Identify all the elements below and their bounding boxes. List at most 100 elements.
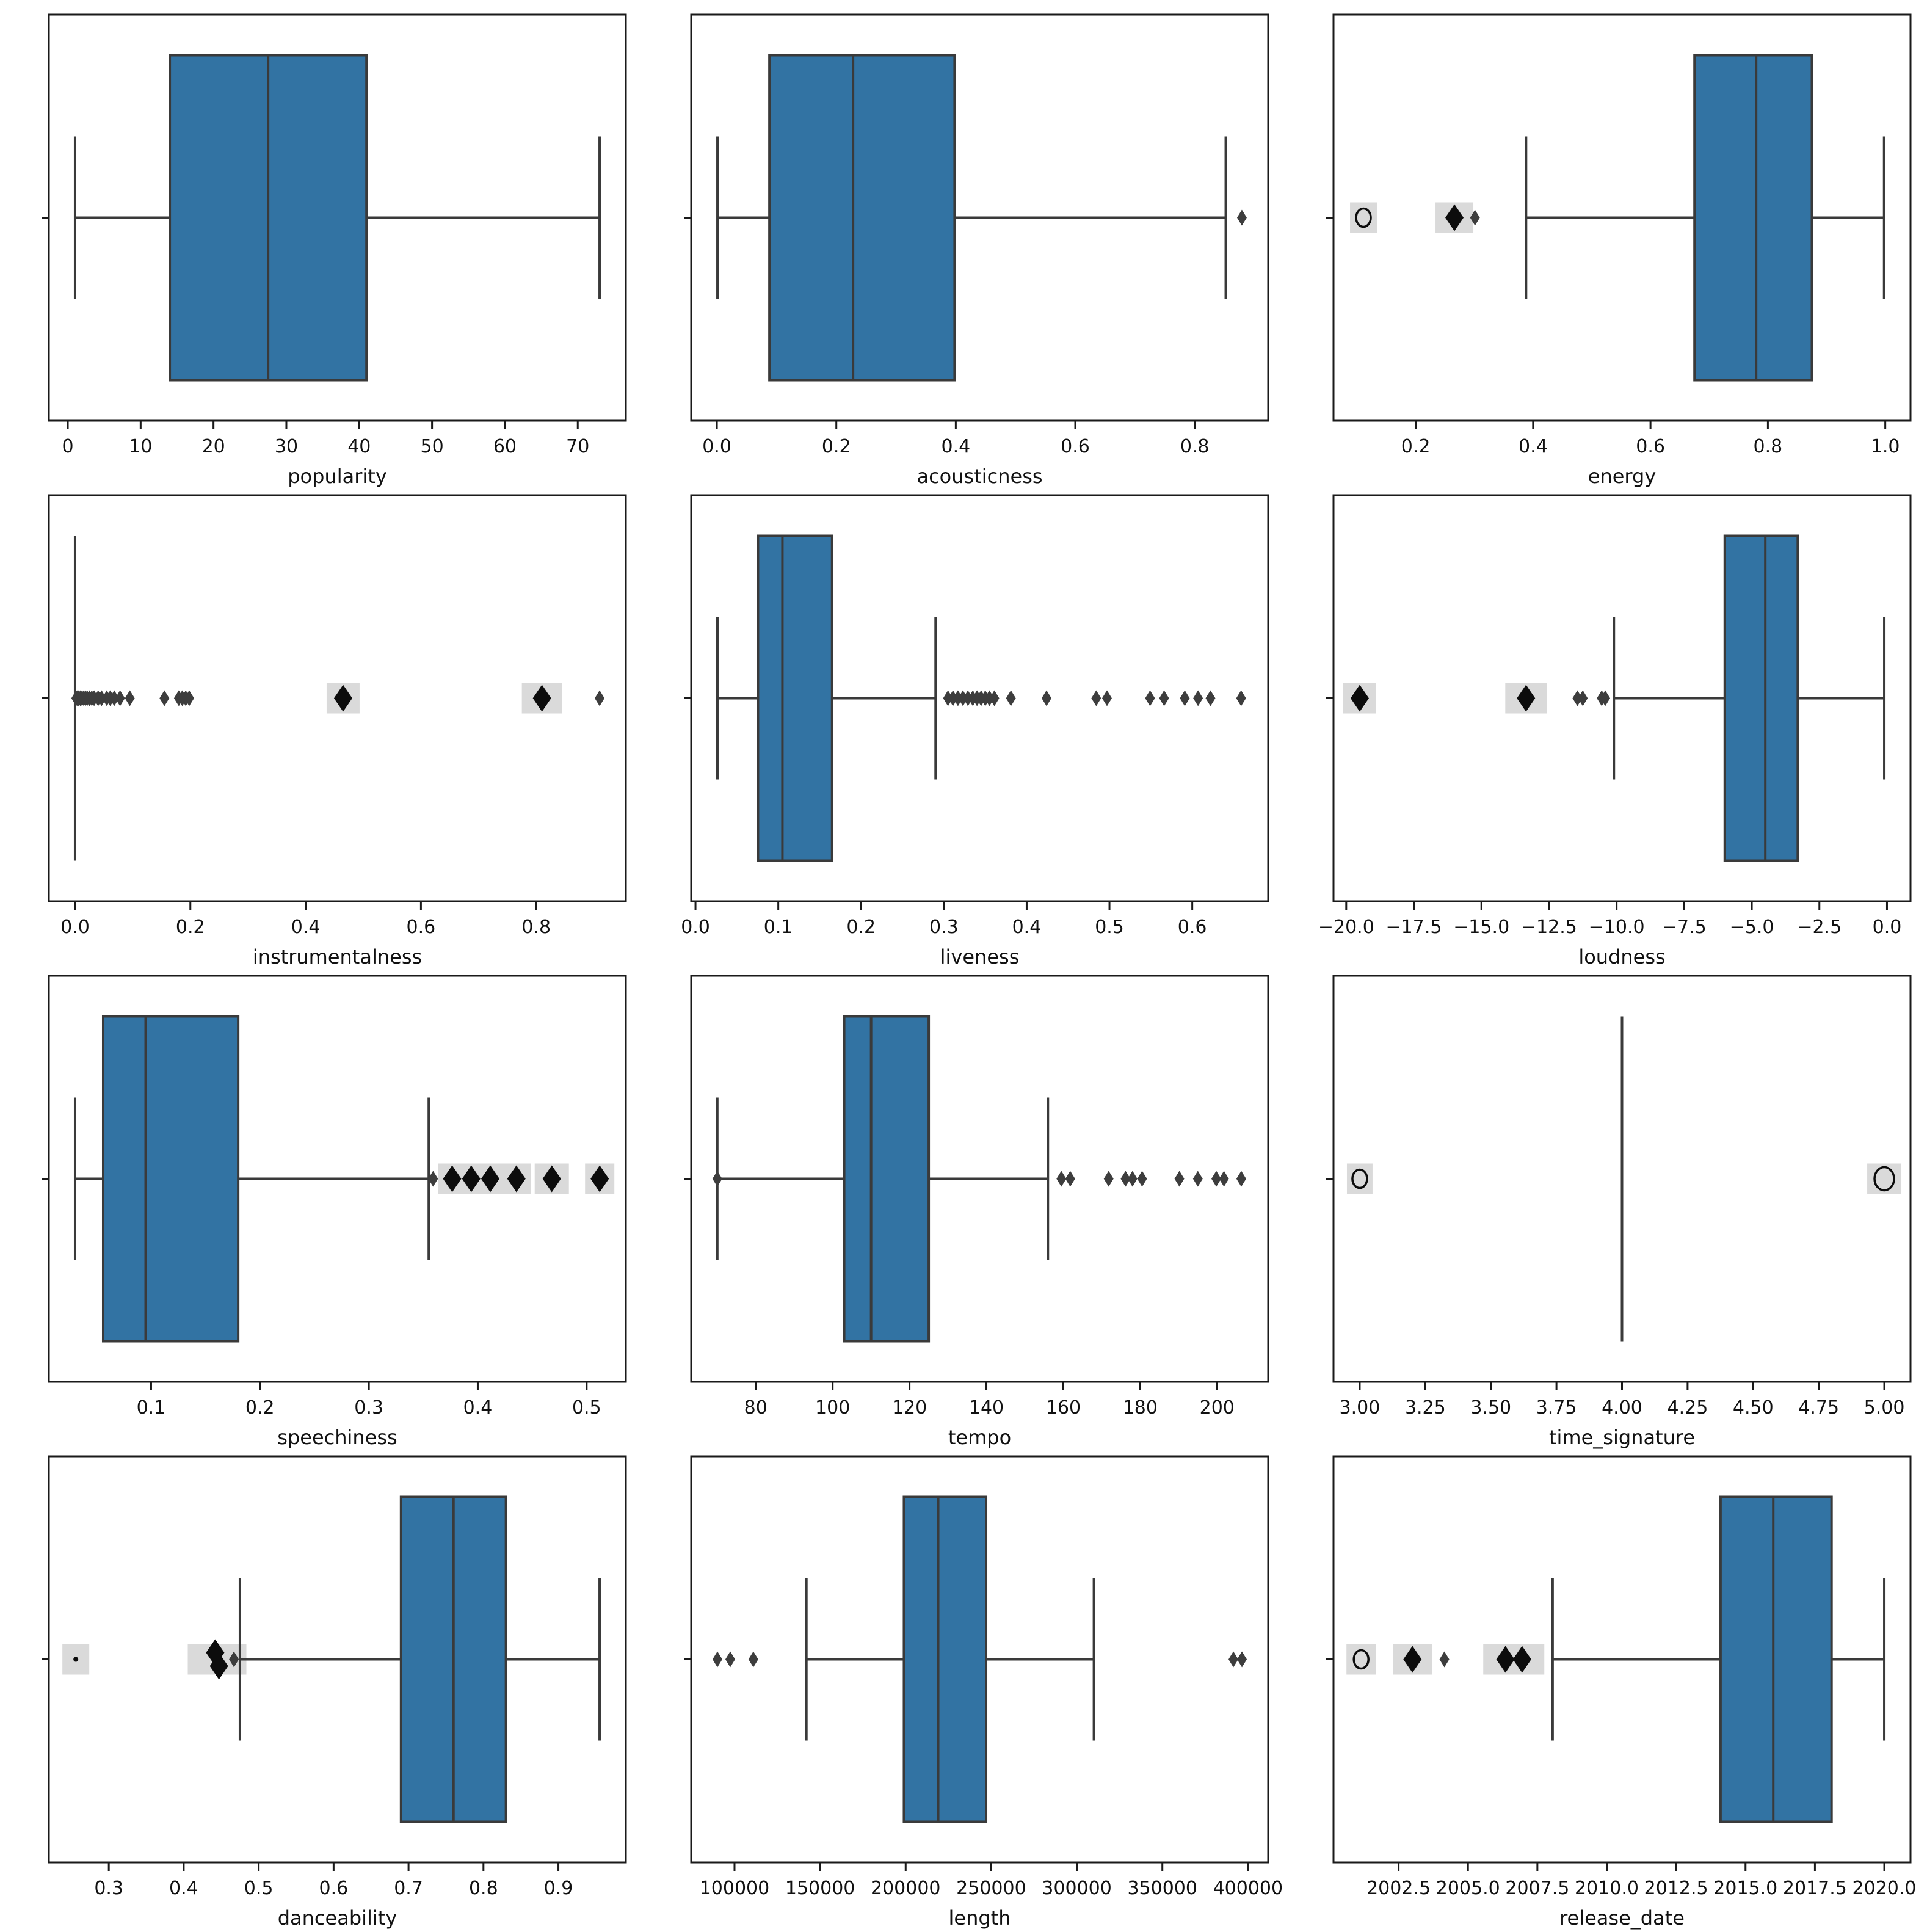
outlier-diamond bbox=[984, 690, 995, 706]
outlier-diamond bbox=[958, 690, 968, 706]
outlier-diamond bbox=[184, 690, 194, 706]
x-tick-label: 0.6 bbox=[1061, 436, 1090, 457]
x-tick-label: −5.0 bbox=[1730, 917, 1774, 938]
outlier-diamond-large bbox=[542, 1165, 561, 1193]
x-axis-label: danceability bbox=[278, 1906, 397, 1930]
x-tick-label: 350000 bbox=[1127, 1878, 1197, 1899]
outlier-diamond bbox=[1228, 1651, 1239, 1668]
iqr-box bbox=[1723, 534, 1799, 862]
outlier-diamond bbox=[229, 1651, 239, 1668]
outlier-diamond bbox=[1145, 690, 1155, 706]
x-tick-label: 400000 bbox=[1213, 1878, 1283, 1899]
iqr-box bbox=[902, 1495, 988, 1823]
outlier-diamond bbox=[428, 1171, 438, 1187]
x-tick-label: 2015.0 bbox=[1713, 1878, 1777, 1899]
outlier-diamond bbox=[963, 690, 973, 706]
iqr-box bbox=[1693, 54, 1813, 382]
outlier-diamond bbox=[712, 1651, 722, 1668]
x-tick-label: 10 bbox=[129, 436, 152, 457]
outlier-diamond bbox=[1470, 209, 1480, 226]
outlier-diamond bbox=[948, 690, 958, 706]
outlier-diamond bbox=[1091, 690, 1101, 706]
iqr-box bbox=[101, 1015, 240, 1343]
x-tick-label: 0 bbox=[62, 436, 73, 457]
x-tick-label: 0.4 bbox=[291, 917, 321, 938]
outlier-diamond-large bbox=[507, 1165, 526, 1193]
x-tick-label: 0.2 bbox=[1401, 436, 1431, 457]
outlier-highlight-patch bbox=[1867, 1163, 1902, 1194]
outlier-diamond bbox=[1159, 690, 1169, 706]
x-tick-label: 1.0 bbox=[1871, 436, 1900, 457]
x-tick-label: 20 bbox=[202, 436, 225, 457]
outlier-diamond bbox=[1211, 1171, 1222, 1187]
outlier-diamond bbox=[953, 690, 963, 706]
outlier-highlight-patch bbox=[1346, 1163, 1373, 1194]
x-axis-label: energy bbox=[1588, 465, 1657, 488]
x-tick-label: 4.75 bbox=[1798, 1397, 1839, 1418]
x-tick-label: 0.5 bbox=[572, 1397, 601, 1418]
outlier-diamond bbox=[1041, 690, 1051, 706]
x-tick-label: 160 bbox=[1046, 1397, 1081, 1418]
iqr-box bbox=[1719, 1495, 1833, 1823]
x-tick-label: 0.4 bbox=[169, 1878, 198, 1899]
x-tick-label: 4.25 bbox=[1667, 1397, 1708, 1418]
outlier-diamond-large bbox=[481, 1165, 499, 1193]
x-tick-label: 0.5 bbox=[244, 1878, 274, 1899]
x-tick-label: 0.6 bbox=[407, 917, 436, 938]
outlier-diamond bbox=[725, 1651, 735, 1668]
x-axis-label: liveness bbox=[940, 945, 1020, 968]
x-tick-label: 0.6 bbox=[1178, 917, 1207, 938]
x-tick-label: 0.0 bbox=[681, 917, 710, 938]
x-tick-label: 150000 bbox=[785, 1878, 855, 1899]
x-tick-label: 200 bbox=[1200, 1397, 1235, 1418]
outlier-highlight-patch bbox=[1346, 1644, 1376, 1675]
x-tick-label: −10.0 bbox=[1589, 917, 1645, 938]
outlier-diamond-large bbox=[462, 1165, 481, 1193]
outlier-highlight-patch bbox=[1350, 202, 1377, 233]
x-tick-label: 0.0 bbox=[702, 436, 731, 457]
outlier-diamond bbox=[96, 690, 107, 706]
x-axis-label: tempo bbox=[948, 1426, 1011, 1449]
outlier-diamond bbox=[1103, 1171, 1114, 1187]
x-tick-label: 0.0 bbox=[1873, 917, 1902, 938]
x-tick-label: 0.2 bbox=[245, 1397, 275, 1418]
x-tick-label: 0.8 bbox=[521, 917, 551, 938]
outlier-diamond-large bbox=[443, 1165, 462, 1193]
x-tick-label: 200000 bbox=[871, 1878, 941, 1899]
x-tick-label: 50 bbox=[421, 436, 444, 457]
outlier-diamond bbox=[1065, 1171, 1075, 1187]
x-tick-label: 0.2 bbox=[176, 917, 205, 938]
outlier-diamond bbox=[1237, 1651, 1247, 1668]
outlier-diamond-large bbox=[333, 685, 352, 712]
x-tick-label: 0.1 bbox=[137, 1397, 166, 1418]
x-tick-label: 0.8 bbox=[469, 1878, 498, 1899]
outlier-diamond bbox=[1137, 1171, 1147, 1187]
outlier-diamond-large bbox=[1496, 1646, 1515, 1673]
outlier-diamond bbox=[1205, 690, 1216, 706]
x-tick-label: 0.1 bbox=[764, 917, 793, 938]
x-tick-label: 3.50 bbox=[1470, 1397, 1511, 1418]
x-tick-label: 2005.0 bbox=[1436, 1878, 1500, 1899]
x-tick-label: 180 bbox=[1123, 1397, 1158, 1418]
x-tick-label: 40 bbox=[347, 436, 371, 457]
x-tick-label: 30 bbox=[275, 436, 298, 457]
outlier-circle bbox=[1355, 207, 1372, 228]
x-tick-label: 100 bbox=[815, 1397, 850, 1418]
x-tick-label: 0.8 bbox=[1754, 436, 1783, 457]
outlier-diamond bbox=[1192, 1171, 1203, 1187]
outlier-diamond bbox=[125, 690, 135, 706]
